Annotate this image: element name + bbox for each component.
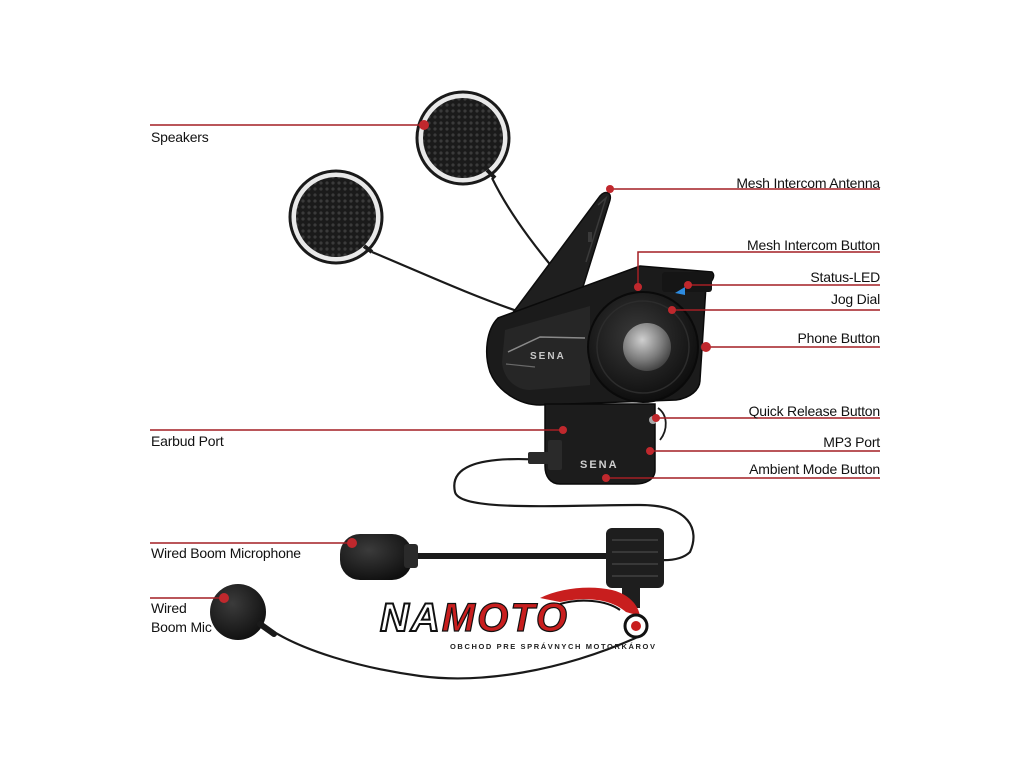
logo-part-na: NA <box>379 596 442 640</box>
dot-ambient-mode <box>602 474 610 482</box>
label-quick-release-button: Quick Release Button <box>748 403 881 419</box>
label-jog-dial: Jog Dial <box>831 291 880 307</box>
dot-speakers <box>419 120 429 130</box>
dot-quick-release <box>652 414 660 422</box>
label-wired-boom-mic-line2: Boom Mic <box>151 619 212 635</box>
label-speakers: Speakers <box>151 129 209 145</box>
namoto-logo-graphic <box>540 587 649 639</box>
label-phone-button: Phone Button <box>797 330 881 346</box>
dot-status-led <box>684 281 692 289</box>
label-mp3-port: MP3 Port <box>823 434 880 450</box>
logo-part-moto: MOTO <box>441 596 570 640</box>
dot-phone-button <box>701 342 711 352</box>
boom-mic-cable <box>453 458 695 562</box>
unit-brand-label: SENA <box>530 351 566 362</box>
side-wire <box>657 407 667 441</box>
speaker-lower <box>288 169 384 265</box>
boom-microphone <box>340 528 664 608</box>
wired-mic <box>210 584 277 640</box>
dot-mesh-button <box>634 283 642 291</box>
leader-lines <box>150 124 880 599</box>
speaker-upper <box>415 90 511 186</box>
label-mesh-intercom-button: Mesh Intercom Button <box>747 237 880 253</box>
clamp-brand-label: SENA <box>580 459 619 471</box>
leader-mesh-button <box>637 251 880 287</box>
dot-mp3-port <box>646 447 654 455</box>
label-earbud-port: Earbud Port <box>151 433 224 449</box>
label-wired-boom-microphone: Wired Boom Microphone <box>151 545 301 561</box>
label-mesh-intercom-antenna: Mesh Intercom Antenna <box>736 175 880 191</box>
dot-earbud-port <box>559 426 567 434</box>
dot-wired-mic <box>219 593 229 603</box>
dot-jog-dial <box>668 306 676 314</box>
dot-boom-mic <box>347 538 357 548</box>
logo-tagline: OBCHOD PRE SPRÁVNYCH MOTORKÁROV <box>450 642 657 651</box>
logo-wordmark: NAMOTO <box>379 596 570 640</box>
label-status-led: Status-LED <box>810 269 880 285</box>
wired-mic-cable <box>267 627 641 680</box>
namoto-logo: NAMOTO OBCHOD PRE SPRÁVNYCH MOTORKÁROV <box>379 580 660 660</box>
dot-antenna <box>606 185 614 193</box>
label-wired-boom-mic-line1: Wired <box>151 600 187 616</box>
label-ambient-mode-button: Ambient Mode Button <box>749 461 880 477</box>
speaker-cable-lower <box>371 250 521 314</box>
main-unit <box>485 265 715 485</box>
mesh-antenna <box>506 191 612 320</box>
callout-dots <box>219 120 711 603</box>
